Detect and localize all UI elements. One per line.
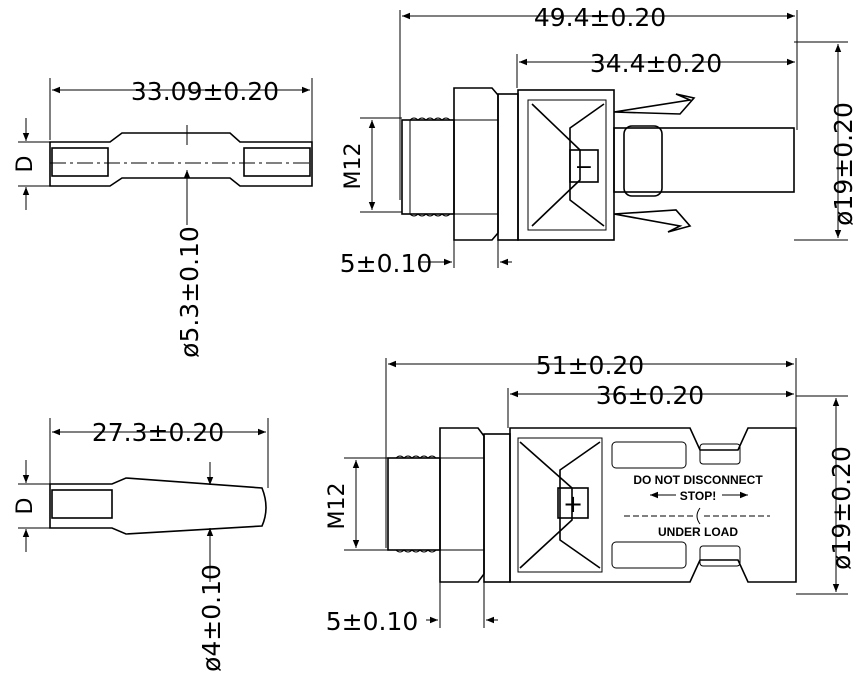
- top-connector-thread-label: M12: [341, 143, 366, 190]
- warning-line-2: STOP!: [680, 489, 716, 503]
- top-connector-diameter-label: ø19±0.20: [829, 102, 858, 226]
- top-left-pin: [18, 78, 313, 225]
- top-connector: [360, 10, 848, 268]
- top-pin-inner-diameter-label: ø5.3±0.10: [175, 226, 204, 358]
- bottom-connector-diameter-label: ø19±0.20: [827, 446, 856, 570]
- bottom-connector-overall-length-label: 51±0.20: [536, 351, 644, 380]
- top-connector-overall-length-label: 49.4±0.20: [534, 3, 666, 32]
- warning-line-3: UNDER LOAD: [658, 525, 738, 539]
- bottom-connector-polarity: +: [563, 490, 583, 518]
- bottom-pin-inner-diameter-label: ø4±0.10: [197, 564, 226, 672]
- bottom-pin-length-label: 27.3±0.20: [92, 418, 224, 447]
- top-pin-d-label: D: [13, 156, 38, 173]
- bottom-connector: [344, 358, 848, 628]
- bottom-connector-body-length-label: 36±0.20: [596, 381, 704, 410]
- top-connector-body-length-label: 34.4±0.20: [590, 49, 722, 78]
- warning-line-1: DO NOT DISCONNECT: [633, 473, 763, 487]
- bottom-left-pin: [18, 418, 269, 582]
- top-connector-polarity: −: [575, 155, 593, 180]
- bottom-connector-thread-label: M12: [325, 483, 350, 530]
- bottom-pin-d-label: D: [13, 498, 38, 515]
- top-connector-nut-label: 5±0.10: [340, 249, 433, 278]
- top-pin-length-label: 33.09±0.20: [131, 77, 279, 106]
- warning-arrows: [624, 491, 770, 525]
- bottom-connector-nut-label: 5±0.10: [326, 607, 419, 636]
